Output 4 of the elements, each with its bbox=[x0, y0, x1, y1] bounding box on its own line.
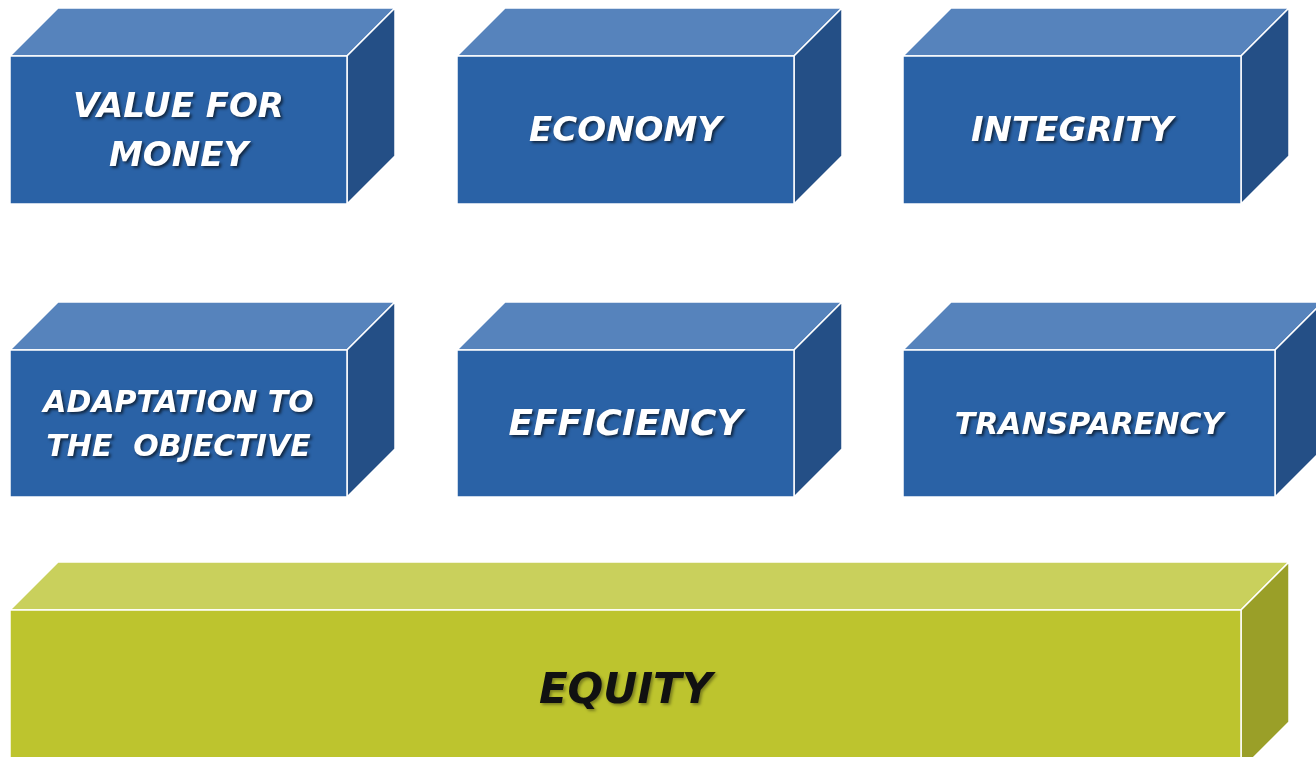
block-label: VALUE FOR MONEY bbox=[71, 83, 286, 176]
block-label: ADAPTATION TO THE OBJECTIVE bbox=[40, 383, 315, 465]
block-label: TRANSPARENCY bbox=[954, 404, 1224, 443]
block-label: INTEGRITY bbox=[970, 108, 1174, 152]
